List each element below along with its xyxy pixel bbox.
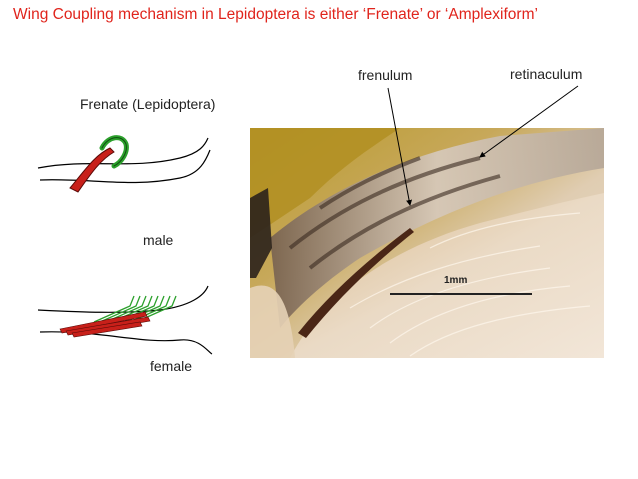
frenulum-bristles	[59, 311, 151, 338]
wing-coupling-photo: 1mm	[250, 128, 604, 358]
female-label: female	[150, 358, 193, 374]
male-coupling-diagram	[37, 135, 211, 193]
female-coupling-diagram	[37, 285, 213, 355]
frenate-heading: Frenate (Lepidoptera)	[80, 96, 216, 112]
frenulum-label: frenulum	[358, 67, 413, 83]
hindwing-edge	[39, 331, 213, 355]
frenulum-bristle	[69, 147, 115, 193]
forewing-edge	[37, 285, 209, 313]
scale-bar-label: 1mm	[444, 275, 468, 286]
male-label: male	[143, 232, 174, 248]
slide-title: Wing Coupling mechanism in Lepidoptera i…	[13, 6, 538, 23]
retinaculum-label: retinaculum	[510, 66, 583, 82]
photo-image	[250, 128, 604, 358]
forewing-edge	[37, 137, 209, 169]
